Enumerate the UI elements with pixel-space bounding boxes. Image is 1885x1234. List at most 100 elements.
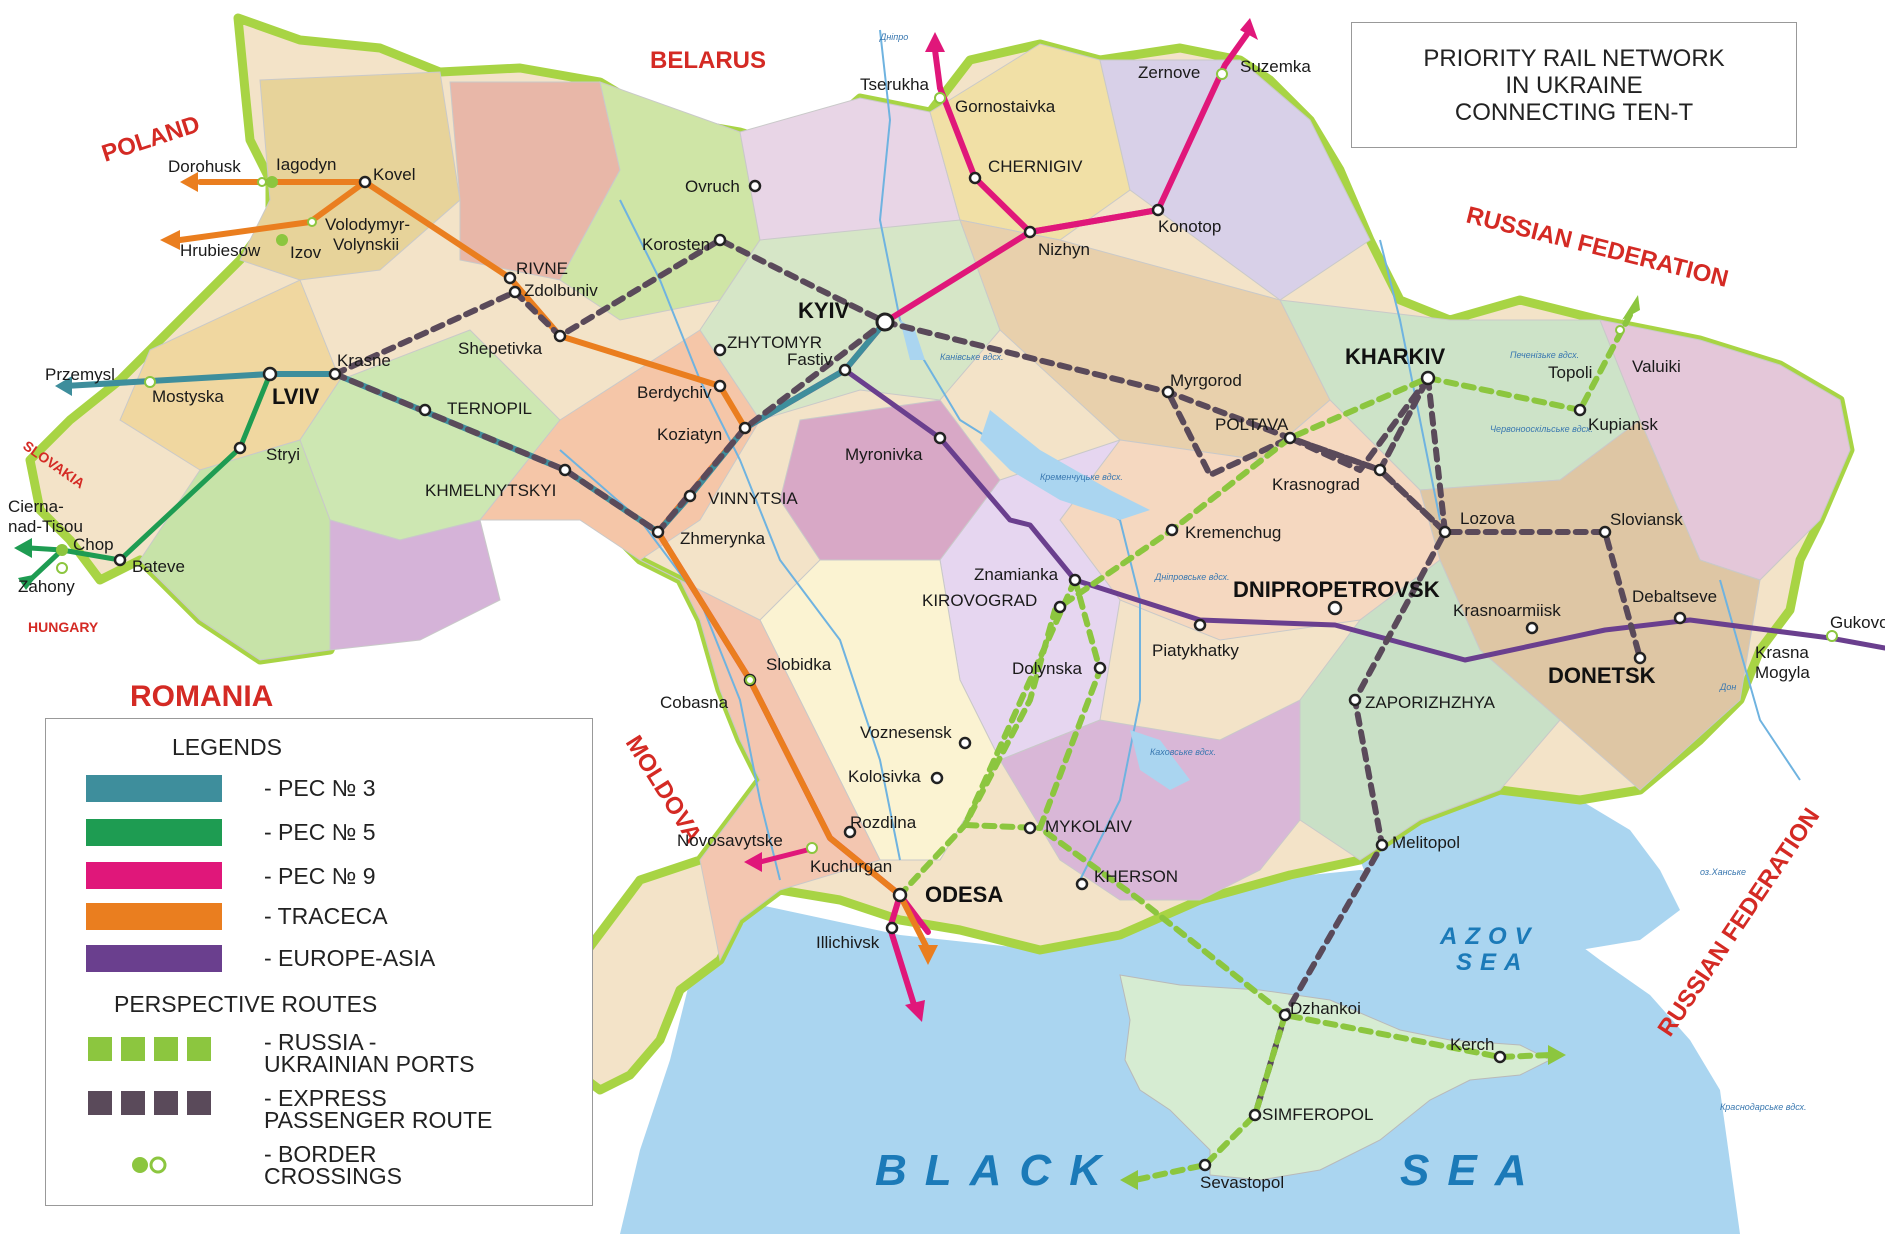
legend-heading: LEGENDS <box>172 734 282 760</box>
svg-text:Przemysl: Przemysl <box>45 365 115 384</box>
station-lviv <box>262 366 278 382</box>
svg-text:Zahony: Zahony <box>18 577 75 596</box>
svg-text:Krasnograd: Krasnograd <box>1272 475 1360 494</box>
svg-text:Канівське вдсх.: Канівське вдсх. <box>940 352 1004 362</box>
svg-text:Dzhankoi: Dzhankoi <box>1290 999 1361 1018</box>
svg-text:Ovruch: Ovruch <box>685 177 740 196</box>
legend-label-border: - BORDER CROSSINGS <box>264 1141 403 1189</box>
country-belarus: BELARUS <box>650 47 766 74</box>
svg-text:Nizhyn: Nizhyn <box>1038 240 1090 259</box>
route-ports-3 <box>1132 1012 1288 1183</box>
route-ports-4 <box>962 577 1078 831</box>
svg-text:Дніпро: Дніпро <box>879 32 908 42</box>
legend-swatch-pec5 <box>86 819 222 846</box>
sea-azov-1: AZOV <box>1439 923 1539 950</box>
svg-text:Bateve: Bateve <box>132 557 185 576</box>
svg-text:Kupiansk: Kupiansk <box>1588 415 1658 434</box>
sea-black: BLACK <box>875 1146 1119 1195</box>
svg-text:Zdolbuniv: Zdolbuniv <box>524 281 598 300</box>
svg-text:Stryi: Stryi <box>266 445 300 464</box>
svg-text:Kolosivka: Kolosivka <box>848 767 921 786</box>
city-kyiv: KYIV <box>798 298 850 323</box>
svg-text:Myronivka: Myronivka <box>845 445 923 464</box>
city-dnipropetrovsk: DNIPROPETROVSK <box>1233 577 1440 602</box>
svg-text:KHMELNYTSKYI: KHMELNYTSKYI <box>425 481 556 500</box>
svg-text:Fastiv: Fastiv <box>787 350 833 369</box>
svg-text:Sloviansk: Sloviansk <box>1610 510 1683 529</box>
svg-text:MYKOLAIV: MYKOLAIV <box>1045 817 1133 836</box>
svg-text:Kovel: Kovel <box>373 165 416 184</box>
sea-azov-2: SEA <box>1456 949 1529 976</box>
svg-text:KHERSON: KHERSON <box>1094 867 1178 886</box>
svg-text:ZHYTOMYR: ZHYTOMYR <box>727 333 822 352</box>
svg-text:Novosavytske: Novosavytske <box>677 831 783 850</box>
svg-text:Voznesensk: Voznesensk <box>860 723 952 742</box>
svg-text:Lozova: Lozova <box>1460 509 1515 528</box>
svg-text:Myrgorod: Myrgorod <box>1170 371 1242 390</box>
country-hungary: HUNGARY <box>28 619 99 635</box>
svg-text:Cobasna: Cobasna <box>660 693 729 712</box>
svg-text:Iagodyn: Iagodyn <box>276 155 337 174</box>
svg-text:Zhmerynka: Zhmerynka <box>680 529 766 548</box>
svg-text:Piatykhatky: Piatykhatky <box>1152 641 1239 660</box>
svg-text:Znamianka: Znamianka <box>974 565 1059 584</box>
svg-text:Краснодарське вдсх.: Краснодарське вдсх. <box>1720 1102 1807 1112</box>
svg-text:Kerch: Kerch <box>1450 1035 1494 1054</box>
legend-label-express: - EXPRESS PASSENGER ROUTE <box>264 1085 493 1133</box>
svg-text:Suzemka: Suzemka <box>1240 57 1311 76</box>
svg-text:Melitopol: Melitopol <box>1392 833 1460 852</box>
svg-text:Korosten: Korosten <box>642 235 710 254</box>
border-crossings <box>56 68 1838 854</box>
station-kyiv <box>875 312 895 332</box>
svg-text:Kuchurgan: Kuchurgan <box>810 857 892 876</box>
svg-text:Dolynska: Dolynska <box>1012 659 1082 678</box>
legend-label-russia-ports: - RUSSIA - UKRAINIAN PORTS <box>264 1029 475 1077</box>
svg-text:Hrubiesow: Hrubiesow <box>180 241 261 260</box>
legend-label-traceca: - TRACECA <box>264 903 388 929</box>
legend-label-pec5: - PEC № 5 <box>264 819 376 845</box>
svg-text:Gukovo: Gukovo <box>1830 613 1885 632</box>
svg-text:Дон: Дон <box>1719 682 1736 692</box>
svg-text:Shepetivka: Shepetivka <box>458 339 543 358</box>
crimea <box>1119 974 1552 1181</box>
route-pec9-b <box>932 47 943 91</box>
legend-swatch-pec3 <box>86 775 222 802</box>
svg-text:SIMFEROPOL: SIMFEROPOL <box>1262 1105 1373 1124</box>
svg-text:Topoli: Topoli <box>1548 363 1592 382</box>
svg-text:Cierna-: Cierna- <box>8 497 64 516</box>
svg-text:Червонооскільське вдсх.: Червонооскільське вдсх. <box>1490 424 1593 434</box>
svg-text:оз.Ханське: оз.Ханське <box>1700 867 1746 877</box>
svg-text:Zernove: Zernove <box>1138 63 1200 82</box>
svg-text:Koziatyn: Koziatyn <box>657 425 722 444</box>
route-express-6 <box>1287 375 1431 473</box>
map-title-box: PRIORITY RAIL NETWORK IN UKRAINE CONNECT… <box>1351 22 1797 148</box>
svg-text:Krasna: Krasna <box>1755 643 1809 662</box>
svg-text:POLTAVA: POLTAVA <box>1215 415 1289 434</box>
legend-label-pec9: - PEC № 9 <box>264 863 376 889</box>
svg-text:Chop: Chop <box>73 535 114 554</box>
route-arrows <box>14 18 1640 1190</box>
svg-text:Kremenchug: Kremenchug <box>1185 523 1281 542</box>
svg-text:ZAPORIZHZHYA: ZAPORIZHZHYA <box>1365 693 1496 712</box>
route-traceca-c <box>717 383 748 431</box>
svg-text:nad-Tisou: nad-Tisou <box>8 517 83 536</box>
svg-text:Volodymyr-: Volodymyr- <box>325 215 410 234</box>
country-romania: ROMANIA <box>130 680 273 713</box>
legend-swatch-traceca <box>86 903 222 930</box>
route-europe-asia <box>842 367 1885 663</box>
azov-sea <box>1360 790 1680 955</box>
city-labels: Tserukha Gornostaivka Zernove Suzemka CH… <box>8 57 1885 1192</box>
svg-text:Valuiki: Valuiki <box>1632 357 1681 376</box>
legend-perspective-heading: PERSPECTIVE ROUTES <box>114 991 378 1017</box>
svg-text:Debaltseve: Debaltseve <box>1632 587 1717 606</box>
svg-text:Mogyla: Mogyla <box>1755 663 1810 682</box>
svg-text:Tserukha: Tserukha <box>860 75 930 94</box>
city-odesa: ODESA <box>925 882 1003 907</box>
svg-text:RIVNE: RIVNE <box>516 259 568 278</box>
svg-text:Berdychiv: Berdychiv <box>637 383 712 402</box>
svg-text:VINNYTSIA: VINNYTSIA <box>708 489 798 508</box>
svg-text:Krasnoarmiisk: Krasnoarmiisk <box>1453 601 1561 620</box>
svg-text:Illichivsk: Illichivsk <box>816 933 880 952</box>
svg-text:Кременчуцьке вдсх.: Кременчуцьке вдсх. <box>1040 472 1123 482</box>
